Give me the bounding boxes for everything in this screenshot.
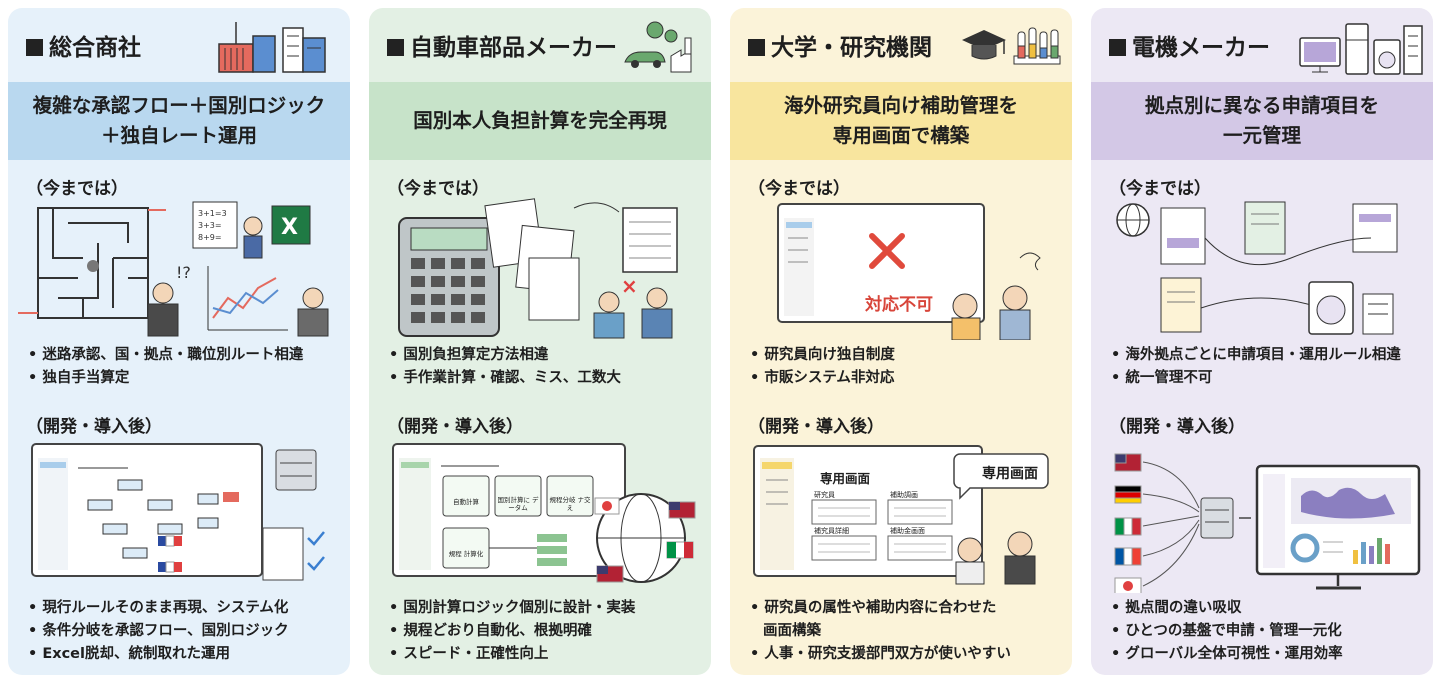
column-trading-company: 総合商社 複雑な承認フロー＋国別ロジック ＋独自レート運用 （今までは） <box>8 8 350 675</box>
test-tubes-icon <box>1013 27 1061 65</box>
after-label: （開発・導入後） <box>26 417 162 437</box>
after-points: 国別計算ロジック個別に設計・実装 規程どおり自動化、根拠明確 スピード・正確性向… <box>389 597 635 666</box>
graduation-cap-icon <box>962 27 1061 65</box>
headline-band: 拠点別に異なる申請項目を 一元管理 <box>1091 82 1433 160</box>
company-name: 総合商社 <box>26 28 141 62</box>
before-points: 海外拠点ごとに申請項目・運用ルール相違 統一管理不可 <box>1111 344 1401 390</box>
building-icon <box>218 22 326 73</box>
column-university: 大学・研究機関 海外研究員向け補助管理を 専用画面で構築 （今までは） <box>730 8 1072 675</box>
after-points: 拠点間の違い吸収 ひとつの基盤で申請・管理一元化 グローバル全体可視性・運用効率 <box>1111 597 1342 666</box>
ui-box-rule-calc: 規程 計算化 <box>448 550 484 558</box>
before-label: （今までは） <box>26 179 128 199</box>
headline-band: 国別本人負担計算を完全再現 <box>369 82 711 160</box>
flowchart-illustration <box>31 443 325 581</box>
server-icon <box>275 449 317 491</box>
scattered-documents-illustration <box>1116 201 1398 335</box>
form-label: 補助金画面 <box>890 527 925 535</box>
column-electronics-maker: 電機メーカー 拠点別に異なる申請項目を 一元管理 （今までは） <box>1091 8 1433 675</box>
fridge-icon <box>1345 23 1369 75</box>
column-header: 総合商社 <box>8 8 350 82</box>
column-header: 大学・研究機関 <box>730 8 1072 82</box>
calculation-ui-illustration: 自動計算 国別計算に データム 規程分岐 ナ交え 規程 計算化 <box>369 438 711 593</box>
centralized-platform-illustration <box>1114 453 1421 593</box>
form-label: 研究員 <box>814 491 835 499</box>
calculator-illustration: × <box>398 198 678 339</box>
screen-title: 専用画面 <box>820 471 871 486</box>
company-name: 電機メーカー <box>1109 28 1270 62</box>
after-label: （開発・導入後） <box>387 417 523 437</box>
svg-text:X: X <box>281 215 298 240</box>
form-label: 補助調画 <box>890 491 918 499</box>
flag-icons <box>1114 453 1142 593</box>
svg-text:×: × <box>621 274 638 298</box>
after-label: （開発・導入後） <box>1109 417 1245 437</box>
x-mark-icon <box>869 233 905 269</box>
svg-text:3+3=: 3+3= <box>198 221 222 230</box>
company-name: 自動車部品メーカー <box>387 28 617 62</box>
not-supported-label: 対応不可 <box>865 295 933 315</box>
before-label: （今までは） <box>387 179 489 199</box>
flowchart-icon <box>87 479 219 559</box>
svg-text:!?: !? <box>176 263 191 282</box>
before-label: （今までは） <box>1109 179 1211 199</box>
headline-band: 海外研究員向け補助管理を 専用画面で構築 <box>730 82 1072 160</box>
form-label: 補究員詳細 <box>814 527 849 535</box>
custom-screen-illustration: 専用画面 専用画面 研究員 補助調画 補究員詳細 補助金画面 <box>730 438 1072 593</box>
column-header: 自動車部品メーカー <box>369 8 711 82</box>
appliance-icons <box>1299 23 1423 75</box>
excel-icon <box>271 205 311 245</box>
after-points: 現行ルールそのまま再現、システム化 条件分岐を承認フロー、国別ロジック Exce… <box>28 597 288 666</box>
column-header: 電機メーカー <box>1091 8 1433 82</box>
before-points: 迷路承認、国・拠点・職位別ルート相違 独自手当算定 <box>28 344 303 390</box>
ui-box-auto-calc: 自動計算 <box>453 498 479 506</box>
calculator-icon <box>398 217 500 337</box>
maze-illustration: !? 3+1=3 3+3= 8+9= X <box>18 201 329 337</box>
before-points: 国別負担算定方法相違 手作業計算・確認、ミス、工数大 <box>389 344 621 390</box>
after-label: （開発・導入後） <box>748 417 884 437</box>
svg-text:3+1=3: 3+1=3 <box>198 209 227 218</box>
svg-text:8+9=: 8+9= <box>198 233 222 242</box>
after-points: 研究員の属性や補助内容に合わせた 画面構築 人事・研究支援部門双方が使いやすい <box>750 597 1011 666</box>
headline-band: 複雑な承認フロー＋国別ロジック ＋独自レート運用 <box>8 82 350 160</box>
maze-icon <box>37 207 149 319</box>
ui-box-country-calc: 国別計算に データム <box>497 496 539 512</box>
before-points: 研究員向け独自制度 市販システム非対応 <box>750 344 895 390</box>
factory-icon <box>624 21 692 73</box>
server-icon <box>1200 497 1234 539</box>
column-auto-parts-maker: 自動車部品メーカー 国別本人負担計算を完全再現 （今までは） <box>369 8 711 675</box>
not-supported-illustration: 対応不可 <box>730 198 1072 340</box>
callout-label: 専用画面 <box>982 466 1038 482</box>
ui-box-rule-branch: 規程分岐 ナ交え <box>549 496 591 512</box>
company-name: 大学・研究機関 <box>748 28 932 62</box>
before-label: （今までは） <box>748 179 850 199</box>
